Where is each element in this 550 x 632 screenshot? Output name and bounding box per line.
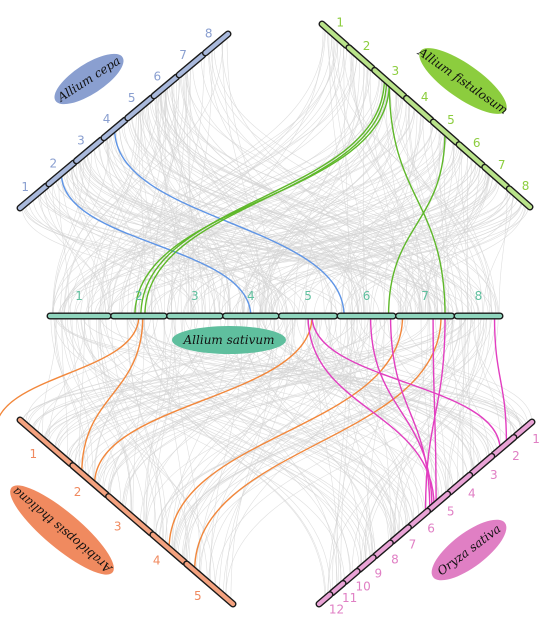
- cepa-chromosome-label-8: 8: [205, 26, 213, 40]
- oryza-chromosome-label-10: 10: [356, 579, 371, 593]
- arabidopsis-genome: 1 2 3 4 5 Arabidopsis thaliana: [0, 420, 233, 604]
- cepa-chromosome-label-6: 6: [154, 69, 162, 83]
- arabidopsis-chromosome-label-5: 5: [194, 589, 202, 603]
- arabidopsis-chromosome-label-2: 2: [74, 485, 82, 499]
- oryza-chromosome-label-9: 9: [374, 567, 382, 581]
- cepa-chromosome-label-4: 4: [103, 112, 111, 126]
- oryza-chromosome-label-6: 6: [427, 521, 435, 535]
- cepa-chromosome-label-7: 7: [179, 48, 187, 62]
- oryza-chromosome-label-2: 2: [512, 449, 520, 463]
- cepa-chromosome-label-1: 1: [21, 180, 29, 194]
- collinearity-link-background: [53, 55, 357, 316]
- cepa-chromosome-label-5: 5: [128, 91, 136, 105]
- collinearity-link-background: [341, 111, 420, 316]
- fistulosum-chromosome-label-5: 5: [447, 113, 455, 127]
- sativum-chromosome-label-8: 8: [475, 289, 483, 303]
- sativum-chromosome-label-1: 1: [75, 289, 83, 303]
- collinearity-link-background: [484, 192, 513, 316]
- cepa-chromosomes: [20, 34, 228, 208]
- fistulosum-genome: 1 2 3 4 5 6 7 8 Allium fistulosum: [322, 16, 530, 207]
- fistulosum-chromosome-label-7: 7: [498, 158, 506, 172]
- fistulosum-chromosome-label-2: 2: [363, 39, 371, 53]
- sativum-chromosome-label-5: 5: [304, 289, 312, 303]
- cepa-chromosome-label-2: 2: [50, 156, 58, 170]
- arabidopsis-chromosome-label-4: 4: [153, 553, 161, 567]
- collinearity-link-oryza: [495, 316, 507, 444]
- sativum-species-label: Allium sativum: [183, 333, 275, 347]
- cepa-chromosome-label-3: 3: [77, 133, 85, 147]
- oryza-chromosome-label-4: 4: [468, 487, 476, 501]
- fistulosum-chromosome-label-1: 1: [336, 16, 344, 30]
- oryza-chromosome-label-5: 5: [447, 505, 455, 519]
- fistulosum-chromosome-label-6: 6: [473, 136, 481, 150]
- oryza-chromosome-label-11: 11: [342, 591, 357, 605]
- oryza-chromosome-2: [494, 437, 514, 454]
- sativum-chromosome-label-4: 4: [247, 289, 255, 303]
- arabidopsis-chromosome-label-3: 3: [114, 520, 122, 534]
- oryza-chromosome-label-1: 1: [532, 432, 540, 446]
- oryza-chromosome-3: [472, 456, 492, 473]
- collinearity-link-background: [26, 316, 151, 425]
- collinearity-link-background: [42, 316, 56, 439]
- arabidopsis-chromosome-label-1: 1: [29, 447, 37, 461]
- oryza-chromosome-label-7: 7: [409, 537, 417, 551]
- cepa-species-label: Allium cepa: [54, 54, 123, 105]
- sativum-chromosome-label-6: 6: [363, 289, 371, 303]
- sativum-chromosome-label-3: 3: [191, 289, 199, 303]
- sativum-chromosome-label-7: 7: [421, 289, 429, 303]
- oryza-chromosome-1: [516, 422, 532, 436]
- fistulosum-chromosome-label-3: 3: [391, 64, 399, 78]
- fistulosum-chromosome-label-4: 4: [421, 90, 429, 104]
- fistulosum-species-label: Allium fistulosum: [415, 44, 511, 117]
- oryza-chromosome-label-12: 12: [329, 602, 344, 616]
- collinearity-link-background: [164, 88, 230, 316]
- fistulosum-chromosome-label-8: 8: [522, 179, 530, 193]
- oryza-chromosome-label-8: 8: [391, 552, 399, 566]
- sativum-chromosome-label-2: 2: [135, 289, 143, 303]
- oryza-chromosome-label-3: 3: [490, 468, 498, 482]
- arabidopsis-species-label: Arabidopsis thaliana: [10, 484, 116, 576]
